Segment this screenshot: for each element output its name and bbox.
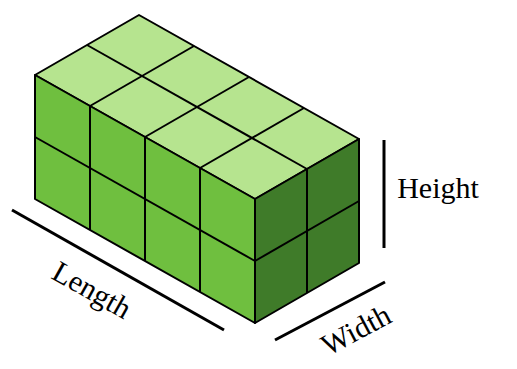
length-line — [12, 210, 224, 330]
dimension-label: Width — [316, 299, 395, 360]
height-line — [383, 140, 386, 248]
grid-line — [87, 45, 307, 169]
dimension-label: Length — [48, 256, 137, 324]
dimension-label: Height — [397, 173, 479, 203]
unit-cubes — [35, 15, 359, 323]
dimension-lines — [12, 140, 385, 340]
grid-line — [255, 201, 359, 261]
side-face — [255, 139, 359, 323]
